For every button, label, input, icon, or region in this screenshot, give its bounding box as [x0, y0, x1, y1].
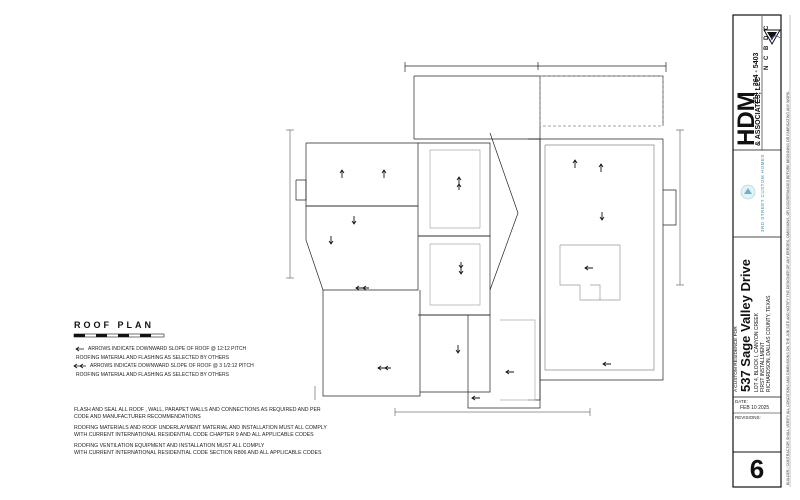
note-line-5: ROOFING VENTILATION EQUIPMENT AND INSTAL… [74, 443, 265, 449]
title-scale-bar [73, 333, 165, 338]
firm-badge: N C B D C [764, 23, 770, 70]
legend-arrows [73, 346, 86, 369]
note-line-2: CODE AND MANUFACTURER RECOMMENDATIONS [74, 414, 201, 420]
disclaimer: BUILDER / CONTRACTOR SHALL VERIFY ALL CO… [786, 90, 790, 485]
dimension-lines [286, 129, 684, 416]
note-line-1: FLASH AND SEAL ALL ROOF , WALL, PARAPET … [74, 407, 321, 413]
project-address: 537 Sage Valley Drive [738, 259, 753, 392]
sheet-title: ROOF PLAN [74, 320, 154, 330]
legend-line-2: ROOFING MATERIAL AND FLASHING AS SELECTE… [76, 355, 229, 361]
roof-outline [295, 62, 677, 409]
note-line-4: WITH CURRENT INTERNATIONAL RESIDENTIAL C… [74, 432, 314, 438]
note-line-3: ROOFING MATERIALS AND ROOF UNDERLAYMENT … [74, 425, 327, 431]
date-value: FEB 10 2025 [740, 405, 770, 411]
revisions-label: REVISIONS: [735, 415, 761, 420]
sheet-number: 6 [749, 454, 765, 484]
legend-line-3: ARROWS INDICATE DOWNWARD SLOPE OF ROOF @… [90, 363, 254, 369]
firm-logo-icon [763, 29, 781, 46]
builder-logo-icon [740, 184, 756, 200]
builder-name: 3RD STREET CUSTOM HOMES [760, 154, 765, 232]
firm-phone: 214 - 364 - 5403 [753, 52, 760, 104]
legend-line-4: ROOFING MATERIAL AND FLASHING AS SELECTE… [76, 372, 229, 378]
date-label: DATE: [735, 399, 748, 404]
title-block-frame [732, 14, 791, 488]
legend-line-1: ARROWS INDICATE DOWNWARD SLOPE OF ROOF @… [88, 346, 247, 352]
city-line: RICHARDSON, DALLAS COUNTY, TEXAS [766, 295, 772, 392]
note-line-6: WITH CURRENT INTERNATIONAL RESIDENTIAL C… [74, 450, 322, 456]
slope-arrows [328, 159, 611, 401]
